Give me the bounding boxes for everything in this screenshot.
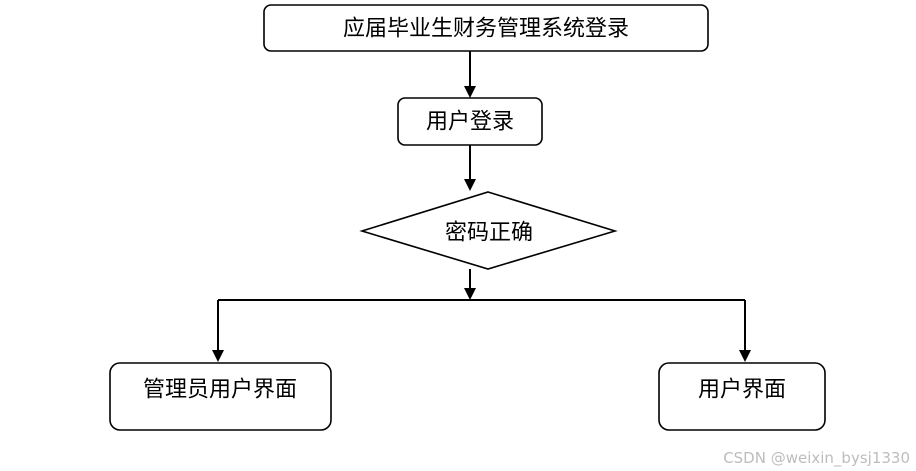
arrowhead-decision [464,179,476,191]
node-admin-ui: 管理员用户界面 [109,362,332,431]
node-decision: 密码正确 [359,191,618,270]
node-admin-ui-label: 管理员用户界面 [143,378,297,403]
node-decision-label: 密码正确 [445,221,533,246]
node-user-ui: 用户界面 [658,362,826,431]
arrowhead-branch [464,288,476,300]
node-user-ui-label: 用户界面 [698,378,786,403]
node-user-login: 用户登录 [397,97,543,146]
arrowhead-login [464,86,476,98]
watermark-text: CSDN @weixin_bysj1330 [723,449,910,467]
node-start-label: 应届毕业生财务管理系统登录 [343,17,629,42]
arrowhead-user-ui [739,350,751,362]
node-user-login-label: 用户登录 [426,110,514,135]
arrowhead-admin [212,350,224,362]
node-start: 应届毕业生财务管理系统登录 [263,4,709,52]
